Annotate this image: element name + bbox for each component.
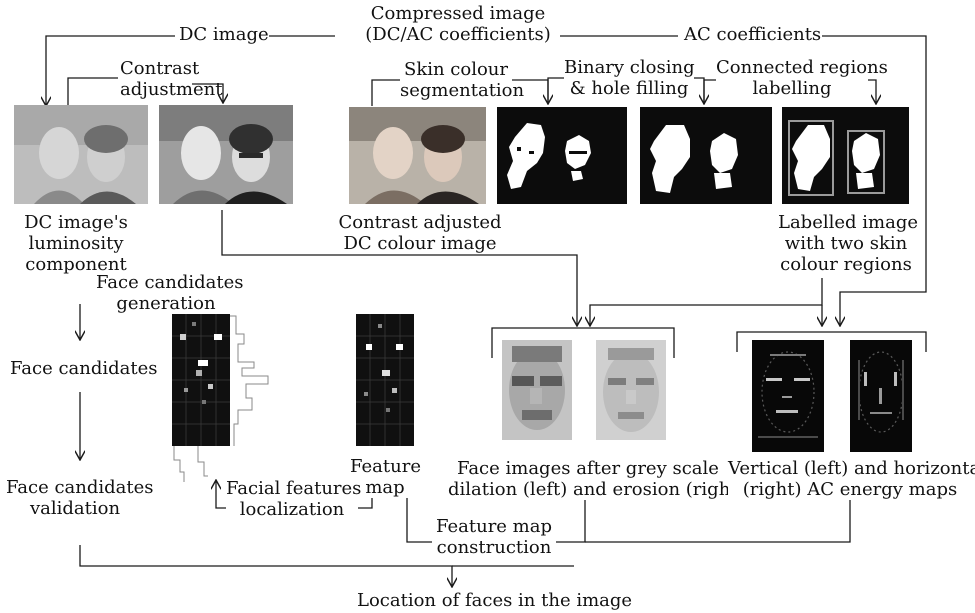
labelled-branch-line	[590, 278, 823, 326]
contrast-adjustment-line2: adjustment	[120, 79, 223, 100]
contrast-bracket	[67, 77, 223, 106]
ac-energy-maps-line2: (right) AC energy maps	[742, 479, 958, 500]
validation-to-location	[79, 545, 452, 587]
feature-map-label: Feature map	[350, 456, 421, 498]
face-candidates-validation-line1: Face candidates	[6, 477, 154, 498]
contrast-adjusted-luminosity-image	[159, 105, 293, 204]
connected-regions-line2: labelling	[752, 78, 832, 99]
contrast-adjusted-colour-label: Contrast adjusted DC colour image	[338, 212, 502, 254]
feature-map-construction-label: Feature map construction	[432, 516, 556, 558]
labelled-image-line3: colour regions	[780, 254, 912, 275]
compressed-image-line2: (DC/AC coefficients)	[365, 24, 551, 45]
contrast-adjustment-label: Contrast adjustment	[120, 58, 223, 100]
binary-closing-label: Binary closing & hole filling	[564, 57, 695, 99]
grey-faces-bracket	[491, 327, 675, 358]
contrast-adjusted-colour-line2: DC colour image	[343, 233, 497, 254]
dc-luminosity-image	[14, 105, 148, 204]
horizontal-ac-map	[850, 340, 912, 452]
feature-map-construction-line2: construction	[436, 537, 552, 558]
skin-segmentation-label: Skin colour segmentation	[400, 59, 525, 101]
ac-coeff-top-line	[560, 35, 927, 326]
contrast-adjusted-colour-photo	[349, 107, 486, 204]
dilated-face-image	[502, 340, 572, 440]
face-candidates-validation-label: Face candidates validation	[6, 477, 154, 519]
labelled-image-line1: Labelled image	[778, 212, 919, 233]
dc-image-arrow	[46, 35, 175, 106]
contrast-adjustment-line1: Contrast	[120, 58, 200, 79]
face-candidates-generation-line2: generation	[116, 293, 216, 314]
contrast-adjusted-colour-line1: Contrast adjusted	[338, 212, 502, 233]
facial-features-localization-label: Facial features localization	[226, 478, 362, 520]
vertical-ac-energy-map	[752, 340, 824, 452]
feature-map-image	[356, 314, 414, 446]
feature-map	[356, 314, 414, 446]
contrast-adjusted-colour-image	[349, 107, 486, 204]
face-candidates-map	[172, 314, 282, 482]
skin-segmentation-image	[497, 107, 627, 204]
labelled-regions-mask	[782, 107, 909, 204]
labelled-image-line2: with two skin	[784, 233, 908, 254]
skin-segmentation-line2: segmentation	[400, 80, 525, 101]
ac-maps-bracket	[736, 331, 927, 352]
labelled-image-label: Labelled image with two skin colour regi…	[778, 212, 919, 275]
dc-luminosity-line2: luminosity	[28, 233, 124, 254]
face-candidates-generation-label: Face candidates generation	[96, 272, 244, 314]
feature-map-line1: Feature	[350, 456, 421, 477]
compressed-image-line1: Compressed image	[370, 3, 546, 24]
dc-luminosity-label: DC image's luminosity component	[14, 212, 138, 275]
face-candidates-validation-line2: validation	[29, 498, 121, 519]
binary-closing-mask	[640, 107, 772, 204]
connected-regions-line1: Connected regions	[716, 57, 888, 78]
contrast-to-grey-line	[221, 210, 577, 326]
connected-regions-label: Connected regions labelling	[716, 57, 888, 99]
dilated-face	[502, 340, 572, 440]
dc-image-label: DC image	[179, 24, 269, 45]
face-candidates-map-image	[172, 314, 269, 482]
dc-luminosity-line1: DC image's	[24, 212, 128, 233]
facial-features-line1: Facial features	[226, 478, 362, 499]
vertical-ac-map	[752, 340, 824, 452]
ac-energy-maps-line1: Vertical (left) and horizontal	[728, 458, 975, 479]
eroded-face-image	[596, 340, 666, 440]
horizontal-ac-energy-map	[850, 340, 912, 452]
skin-segmentation-line1: Skin colour	[403, 59, 509, 80]
skin-segmentation-mask	[497, 107, 627, 204]
eroded-face	[596, 340, 666, 440]
grey-scale-faces-line1: Face images after grey scale	[457, 458, 719, 479]
feature-map-line2: map	[365, 477, 405, 498]
binary-closing-image	[640, 107, 772, 204]
feature-map-construction-line1: Feature map	[435, 516, 552, 537]
ac-energy-maps-label: Vertical (left) and horizontal (right) A…	[728, 458, 975, 500]
dc-luminosity-line3: component	[25, 254, 127, 275]
grey-scale-faces-label: Face images after grey scale dilation (l…	[448, 458, 745, 500]
labelled-regions-image	[782, 107, 909, 204]
dc-luminosity-photo	[14, 105, 148, 204]
face-candidates-generation-line1: Face candidates	[96, 272, 244, 293]
facial-features-line2: localization	[239, 499, 345, 520]
location-of-faces-label: Location of faces in the image	[357, 590, 633, 611]
compressed-image-label: Compressed image (DC/AC coefficients)	[362, 3, 554, 45]
binary-closing-line1: Binary closing	[564, 57, 695, 78]
face-candidates-label: Face candidates	[10, 358, 158, 379]
grey-scale-faces-line2: dilation (left) and erosion (right)	[448, 479, 745, 500]
binary-closing-line2: & hole filling	[569, 78, 689, 99]
ac-coefficients-label: AC coefficients	[684, 24, 822, 45]
contrast-adjusted-luminosity-photo	[159, 105, 293, 204]
